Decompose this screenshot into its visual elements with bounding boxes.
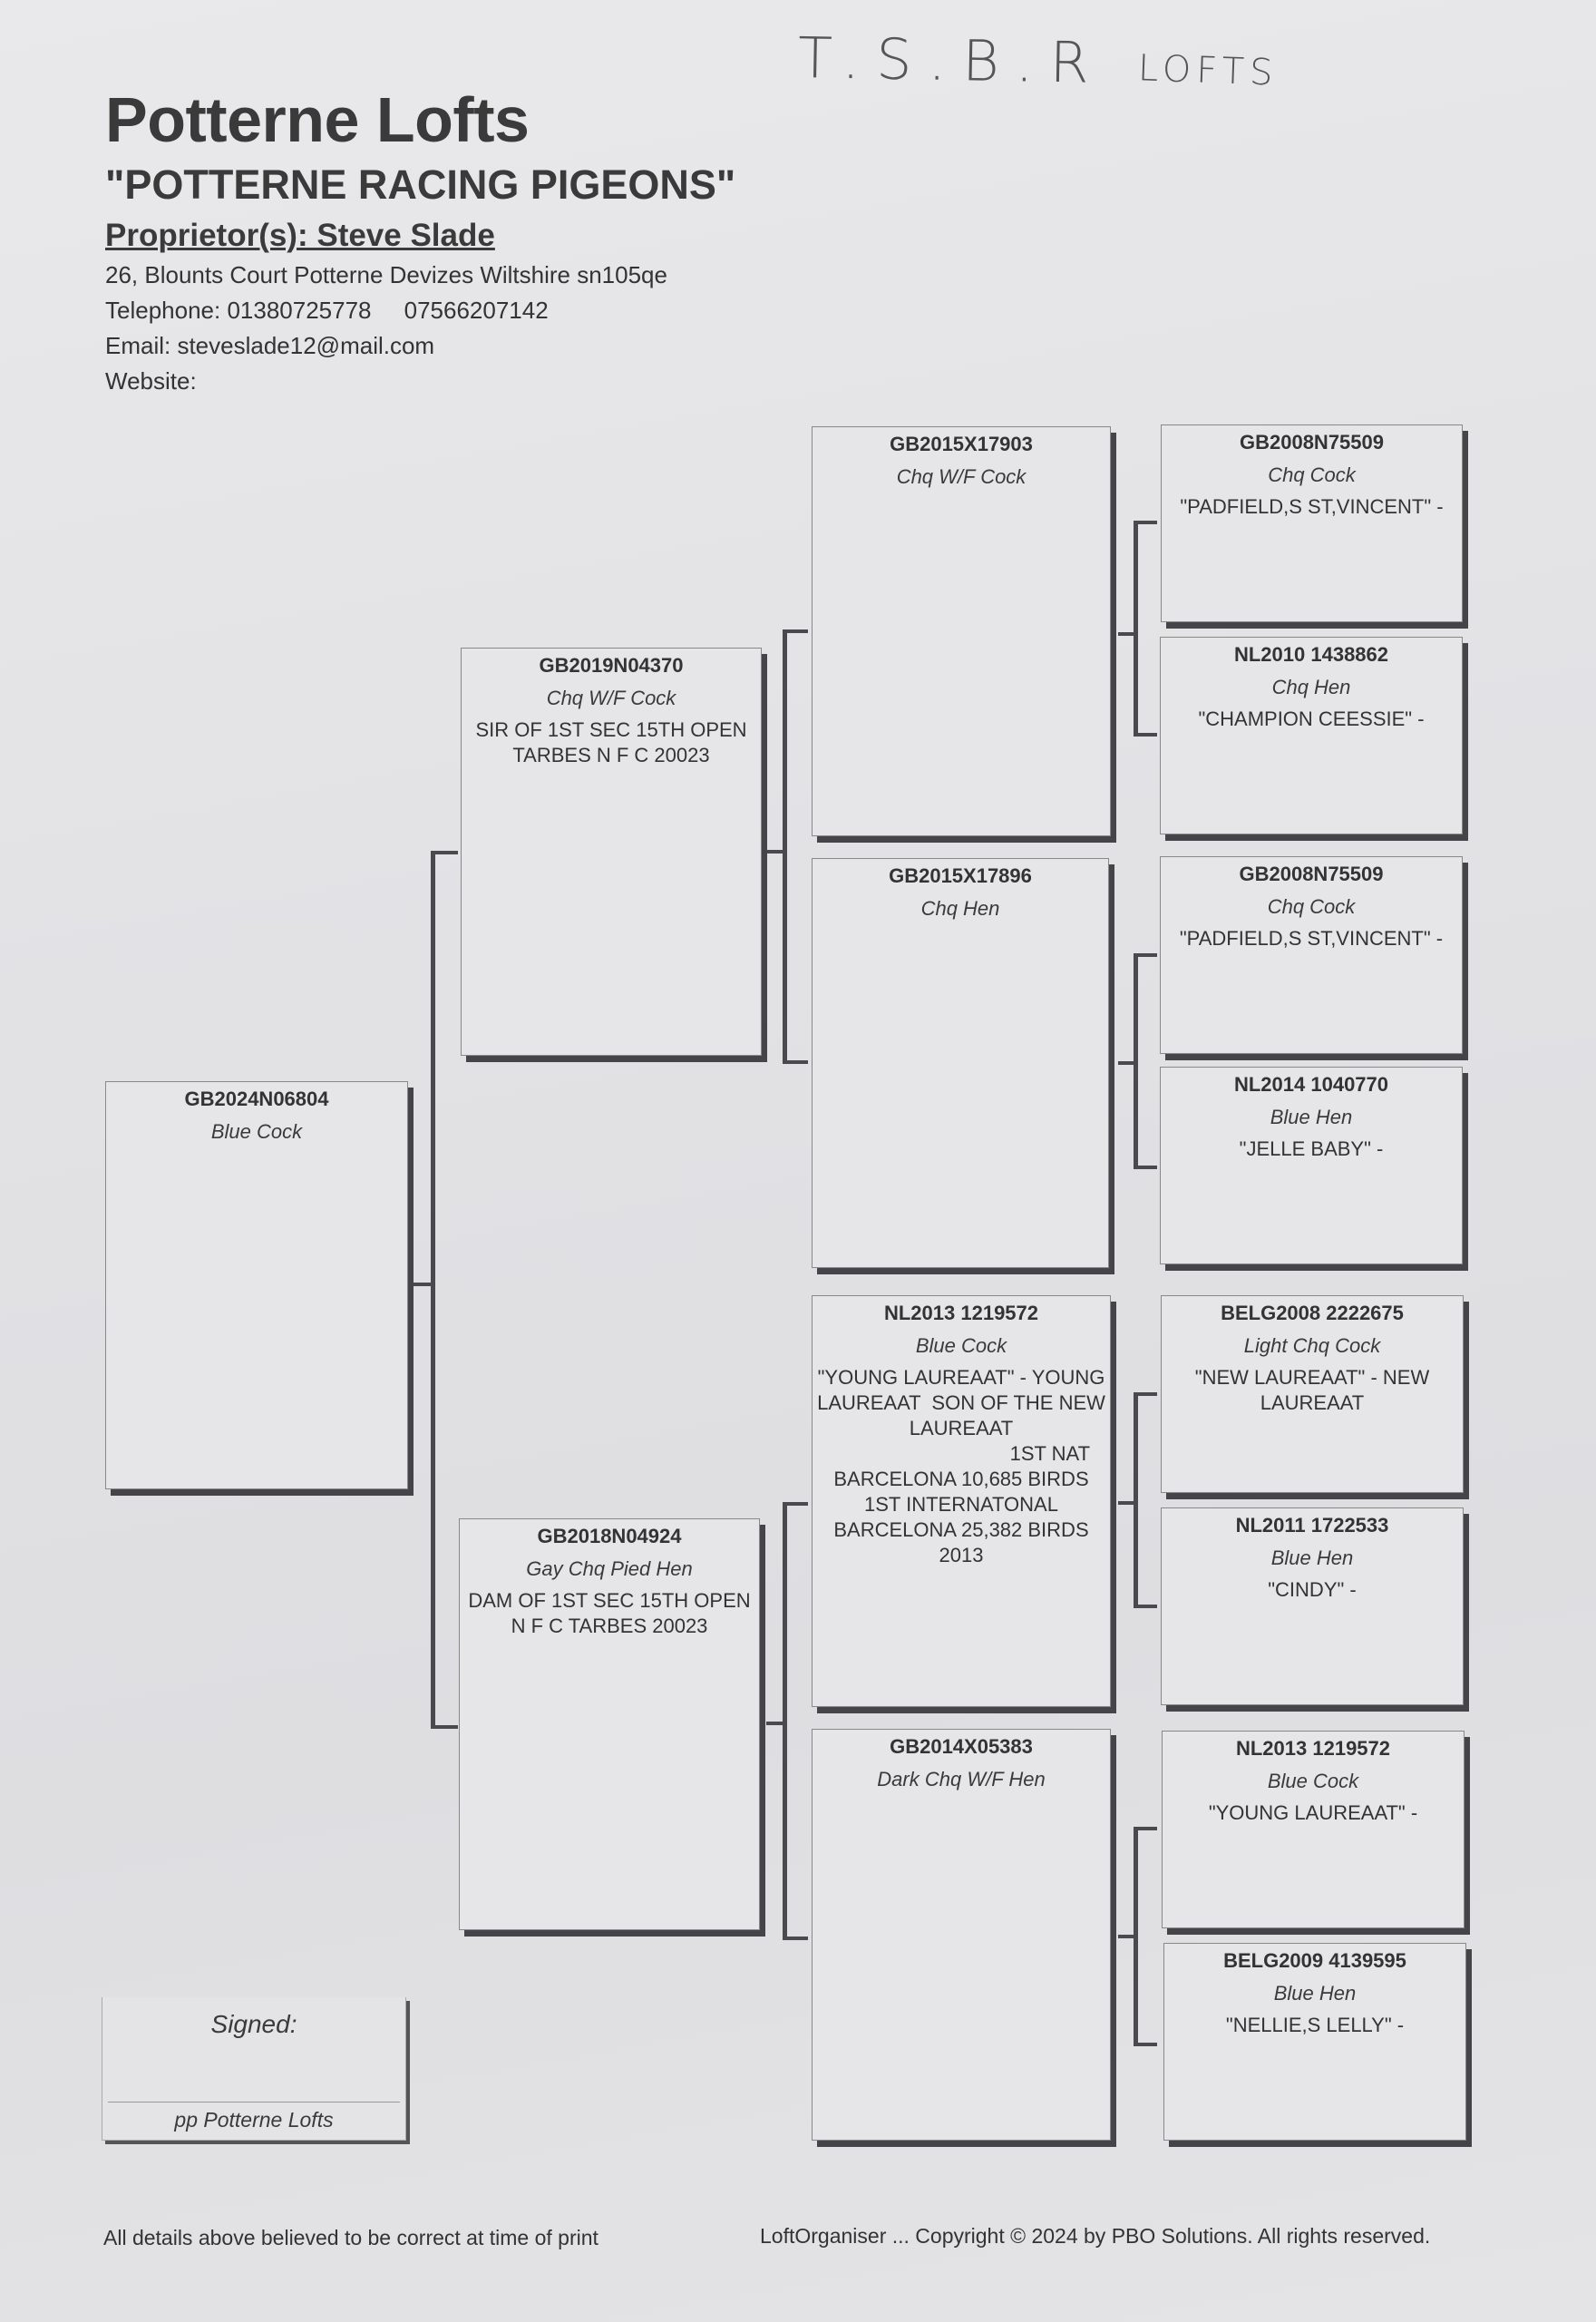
colour-sex: Blue Hen (1270, 1106, 1353, 1128)
pigeon-card-gen3: GB2008N75509 Chq Cock "PADFIELD,S ST,VIN… (1160, 856, 1463, 1054)
pigeon-card-gen3: NL2013 1219572 Blue Cock "YOUNG LAUREAAT… (1162, 1731, 1465, 1928)
connector-line (431, 1725, 458, 1729)
footer-disclaimer: All details above believed to be correct… (103, 2226, 598, 2249)
ring-number: GB2024N06804 (184, 1088, 329, 1110)
connector-line (1118, 1061, 1136, 1065)
pigeon-notes: "YOUNG LAUREAAT" - YOUNG LAUREAAT SON OF… (817, 1366, 1105, 1566)
pigeon-card-sire-sire: GB2015X17903 Chq W/F Cock (812, 426, 1111, 836)
ring-number: NL2010 1438862 (1233, 643, 1389, 666)
colour-sex: Blue Hen (1270, 1546, 1354, 1569)
connector-line (1134, 733, 1157, 737)
connector-line (431, 851, 458, 854)
ring-number: GB2019N04370 (539, 654, 684, 677)
connector-line (766, 1722, 786, 1725)
pigeon-notes: DAM OF 1ST SEC 15TH OPEN N F C TARBES 20… (468, 1589, 756, 1637)
connector-line (413, 1283, 434, 1286)
pigeon-notes: "CINDY" - (1268, 1578, 1357, 1601)
email: Email: steveslade12@mail.com (105, 332, 435, 359)
pigeon-notes: "CHAMPION CEESSIE" - (1198, 707, 1425, 730)
connector-line (1118, 1501, 1136, 1505)
pigeon-card-gen3: BELG2009 4139595 Blue Hen "NELLIE,S LELL… (1163, 1943, 1466, 2141)
handwritten-note-lofts: LOFTS (1137, 47, 1280, 94)
pigeon-card-gen3: NL2011 1722533 Blue Hen "CINDY" - (1161, 1507, 1464, 1705)
ring-number: GB2015X17896 (889, 864, 1032, 887)
connector-line (783, 1060, 808, 1064)
connector-line (1134, 1392, 1157, 1396)
colour-sex: Dark Chq W/F Hen (877, 1768, 1046, 1790)
signature-pp: pp Potterne Lofts (174, 2108, 334, 2132)
connector-line (1118, 632, 1136, 636)
colour-sex: Chq Hen (920, 897, 1000, 920)
pigeon-notes: "JELLE BABY" - (1239, 1137, 1384, 1160)
pigeon-notes: "NEW LAUREAAT" - NEW LAUREAAT (1194, 1366, 1435, 1414)
colour-sex: Light Chq Cock (1243, 1334, 1381, 1357)
pigeon-notes: "YOUNG LAUREAAT" - (1208, 1801, 1418, 1824)
handwritten-note: T.S.B.R (797, 24, 1106, 96)
connector-line (1118, 1935, 1136, 1938)
ring-number: GB2008N75509 (1239, 863, 1384, 885)
colour-sex: Chq W/F Cock (896, 465, 1027, 488)
ring-number: NL2013 1219572 (1235, 1737, 1391, 1760)
proprietor: Proprietor(s): Steve Slade (105, 218, 495, 253)
ring-number: BELG2008 2222675 (1221, 1302, 1404, 1324)
colour-sex: Chq Cock (1267, 895, 1356, 918)
connector-line (1134, 2043, 1157, 2046)
signature-box: Signed: pp Potterne Lofts (102, 1997, 406, 2141)
pigeon-notes: SIR OF 1ST SEC 15TH OPEN TARBES N F C 20… (475, 718, 753, 766)
address: 26, Blounts Court Potterne Devizes Wilts… (105, 261, 667, 288)
connector-line (1134, 522, 1138, 737)
connector-line (431, 853, 435, 1728)
ring-number: GB2018N04924 (537, 1525, 682, 1547)
ring-number: BELG2009 4139595 (1223, 1949, 1406, 1972)
pigeon-card-dam: GB2018N04924 Gay Chq Pied Hen DAM OF 1ST… (459, 1518, 760, 1930)
connector-line (1134, 955, 1138, 1169)
ring-number: NL2013 1219572 (883, 1302, 1039, 1324)
loft-subtitle: "POTTERNE RACING PIGEONS" (105, 161, 736, 208)
loft-title: Potterne Lofts (105, 84, 530, 155)
pigeon-card-dam-dam: GB2014X05383 Dark Chq W/F Hen (812, 1729, 1111, 2141)
connector-line (783, 1502, 808, 1506)
colour-sex: Chq W/F Cock (546, 687, 676, 709)
connector-line (1134, 1605, 1157, 1608)
connector-line (1134, 1829, 1138, 2046)
colour-sex: Chq Hen (1271, 676, 1351, 698)
pigeon-notes: "PADFIELD,S ST,VINCENT" - (1179, 927, 1444, 950)
ring-number: NL2011 1722533 (1235, 1514, 1389, 1537)
pigeon-card-sire: GB2019N04370 Chq W/F Cock SIR OF 1ST SEC… (461, 648, 762, 1056)
connector-line (1134, 1166, 1157, 1169)
ring-number: GB2008N75509 (1239, 431, 1384, 454)
connector-line (1134, 953, 1157, 957)
ring-number: NL2014 1040770 (1233, 1073, 1389, 1096)
connector-line (1134, 1827, 1157, 1830)
connector-line (1134, 1394, 1138, 1608)
colour-sex: Blue Cock (915, 1334, 1007, 1357)
colour-sex: Blue Cock (1267, 1770, 1359, 1792)
connector-line (783, 1504, 787, 1940)
pigeon-card-sire-dam: GB2015X17896 Chq Hen (812, 858, 1109, 1268)
colour-sex: Blue Hen (1273, 1982, 1357, 2005)
ring-number: GB2014X05383 (890, 1735, 1033, 1758)
colour-sex: Chq Cock (1268, 463, 1356, 486)
pigeon-notes: "PADFIELD,S ST,VINCENT" - (1180, 495, 1444, 518)
pigeon-card-subject: GB2024N06804 Blue Cock (105, 1081, 408, 1489)
colour-sex: Gay Chq Pied Hen (526, 1557, 693, 1580)
ring-number: GB2015X17903 (890, 433, 1033, 455)
telephone: Telephone: 01380725778 07566207142 (105, 297, 549, 324)
pigeon-notes: "NELLIE,S LELLY" - (1225, 2014, 1405, 2036)
connector-line (766, 850, 786, 854)
signed-label: Signed: (210, 2010, 297, 2038)
colour-sex: Blue Cock (210, 1120, 303, 1143)
pigeon-card-gen3: NL2014 1040770 Blue Hen "JELLE BABY" - (1160, 1067, 1463, 1264)
connector-line (783, 631, 787, 1064)
pigeon-card-gen3: BELG2008 2222675 Light Chq Cock "NEW LAU… (1161, 1295, 1464, 1493)
pigeon-card-gen3: NL2010 1438862 Chq Hen "CHAMPION CEESSIE… (1160, 637, 1463, 834)
connector-line (783, 629, 808, 633)
pigeon-card-dam-sire: NL2013 1219572 Blue Cock "YOUNG LAUREAAT… (812, 1295, 1111, 1707)
connector-line (1134, 521, 1157, 524)
connector-line (783, 1937, 808, 1940)
pigeon-card-gen3: GB2008N75509 Chq Cock "PADFIELD,S ST,VIN… (1161, 424, 1463, 622)
footer-copyright: LoftOrganiser ... Copyright © 2024 by PB… (760, 2224, 1431, 2248)
website: Website: (105, 367, 197, 395)
